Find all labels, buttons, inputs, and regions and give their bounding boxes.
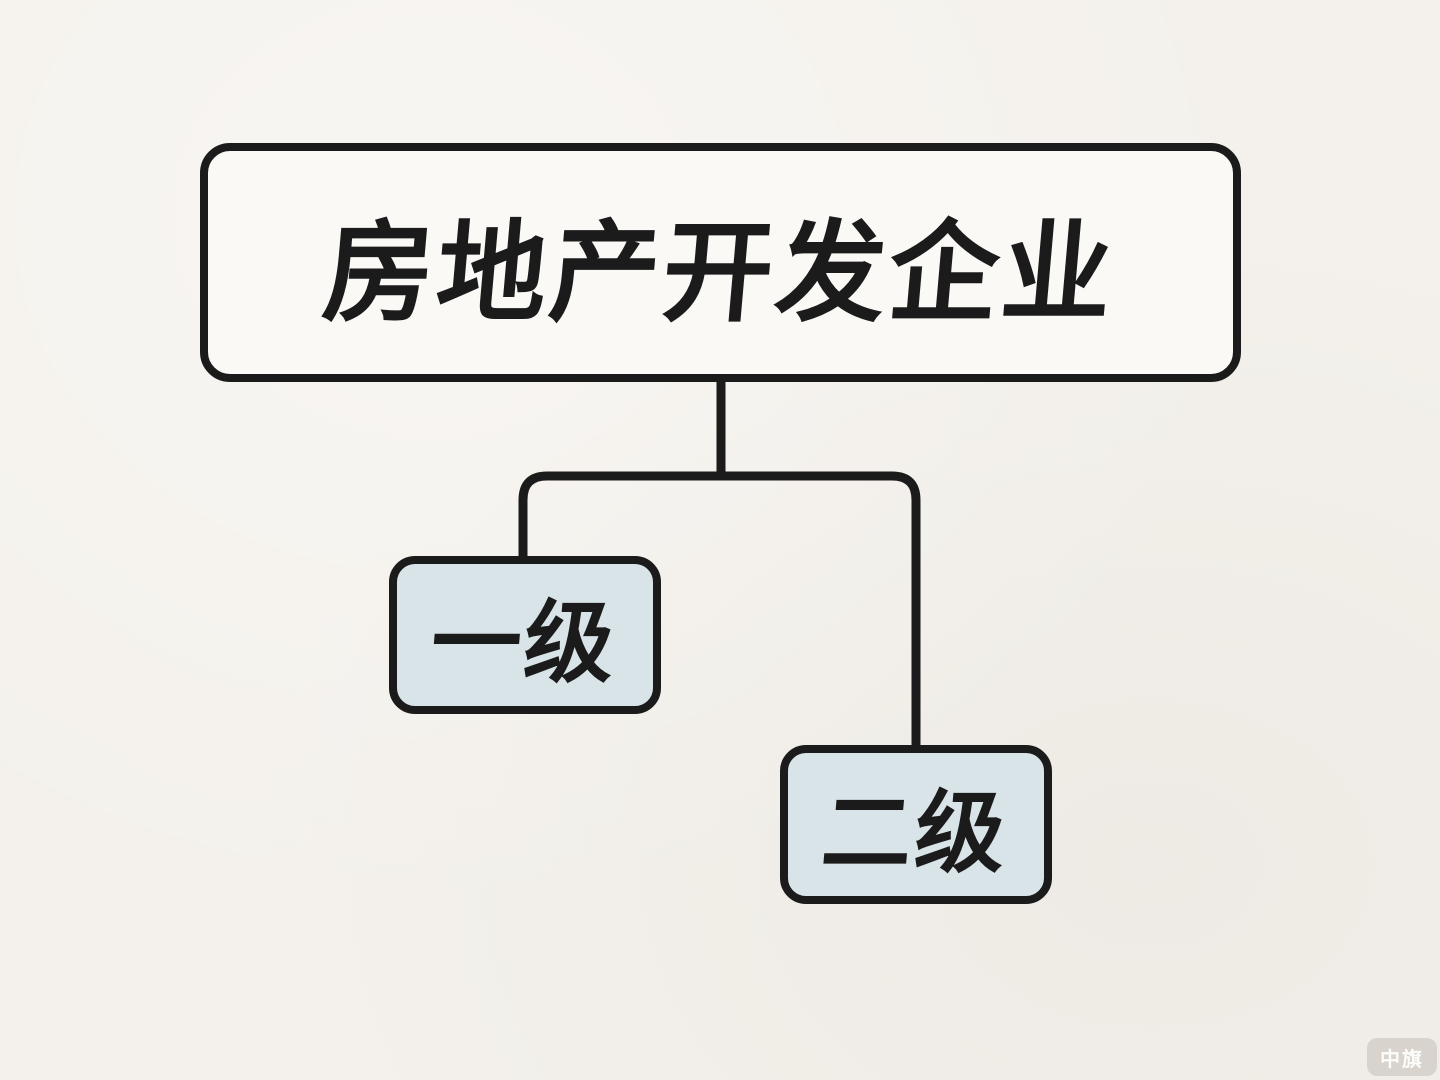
node-level-1-label: 一级 (426, 594, 622, 694)
node-root[interactable]: 房地产开发企业 (200, 143, 1241, 382)
node-level-2[interactable]: 二级 (780, 745, 1052, 904)
watermark-badge: 中旗 (1367, 1038, 1437, 1076)
node-level-2-label: 二级 (817, 783, 1013, 884)
watermark-label: 中旗 (1380, 1048, 1424, 1071)
connector-branch (518, 471, 921, 750)
node-level-1[interactable]: 一级 (389, 556, 661, 714)
node-root-label: 房地产开发企业 (318, 211, 1121, 335)
